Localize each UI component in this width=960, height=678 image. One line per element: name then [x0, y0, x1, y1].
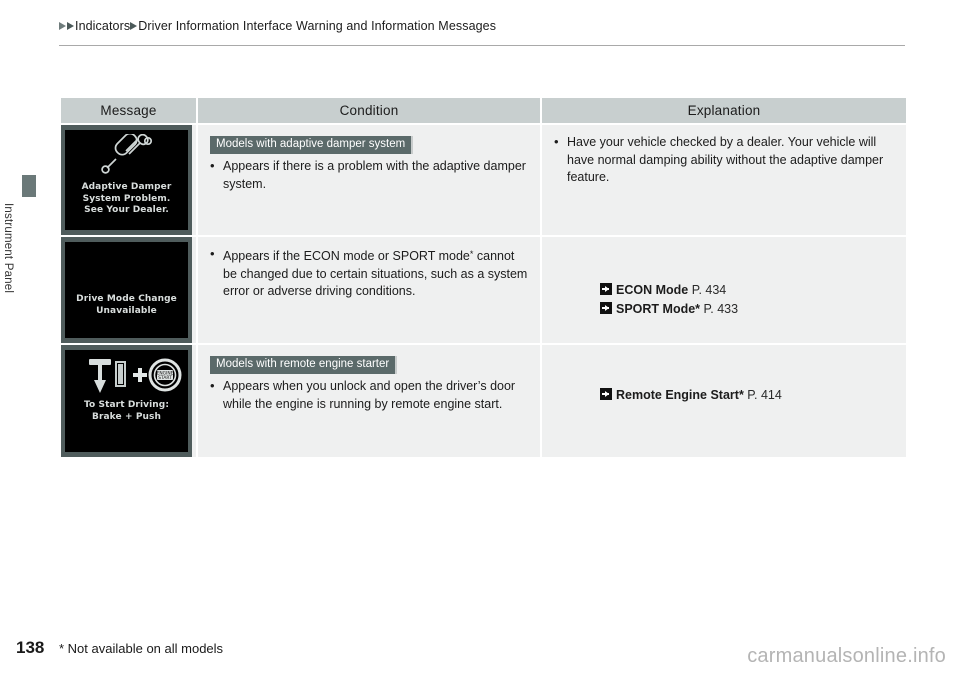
brake-pedal-plus-start-button-icon: ENGINE START [65, 350, 188, 400]
xref-page: P. 434 [691, 283, 727, 297]
column-header-message: Message [59, 96, 198, 125]
display-text: Adaptive Damper System Problem. See Your… [81, 182, 172, 215]
chevron-right-icon [67, 22, 74, 30]
table-row: Adaptive Damper System Problem. See Your… [59, 123, 908, 237]
display-text: To Start Driving: Brake + Push [83, 400, 170, 422]
breadcrumb-item-indicators[interactable]: Indicators [75, 19, 131, 33]
blank-art-area [65, 242, 188, 294]
svg-text:START: START [158, 375, 172, 381]
jump-arrow-icon [600, 283, 612, 295]
breadcrumb: Indicators Driver Information Interface W… [59, 19, 496, 34]
svg-text:ENGINE: ENGINE [156, 371, 173, 377]
explanation-bullets: Have your vehicle checked by a dealer. Y… [554, 133, 896, 187]
display-screen-drive-mode: Drive Mode Change Unavailable [65, 242, 188, 338]
display-frame: Drive Mode Change Unavailable [61, 237, 192, 343]
models-tag: Models with remote engine starter [210, 356, 398, 374]
column-header-condition: Condition [196, 96, 542, 125]
cross-reference-econ-mode[interactable]: ECON Mode P. 434 [600, 281, 896, 300]
cross-reference-sport-mode[interactable]: SPORT Mode* P. 433 [600, 300, 896, 319]
xref-page: P. 433 [703, 302, 739, 316]
table-row: ENGINE START To Start Driving: Brake + P… [59, 343, 908, 459]
models-tag: Models with adaptive damper system [210, 136, 414, 154]
messages-table: Message Condition Explanation [59, 96, 908, 459]
cross-reference-remote-engine-start[interactable]: Remote Engine Start* P. 414 [600, 386, 896, 405]
bullet-item: Have your vehicle checked by a dealer. Y… [554, 133, 896, 187]
bullet-item: Appears if the ECON mode or SPORT mode* … [210, 245, 530, 301]
shock-absorber-icon [65, 130, 188, 182]
xref-title: SPORT Mode [616, 302, 696, 316]
message-cell: Adaptive Damper System Problem. See Your… [59, 123, 198, 237]
condition-cell: Models with remote engine starter Appear… [196, 343, 542, 459]
chevron-right-icon [59, 22, 66, 30]
xref-star: * [738, 388, 744, 402]
xref-title: Remote Engine Start [616, 388, 739, 402]
display-screen-remote-start: ENGINE START To Start Driving: Brake + P… [65, 350, 188, 452]
footnote: * Not available on all models [59, 641, 224, 656]
breadcrumb-item-current[interactable]: Driver Information Interface Warning and… [138, 19, 497, 33]
bullet-item: Appears if there is a problem with the a… [210, 157, 530, 193]
display-frame: ENGINE START To Start Driving: Brake + P… [61, 345, 192, 457]
xref-page: P. 414 [747, 388, 782, 402]
column-header-explanation: Explanation [540, 96, 908, 125]
table-header-row: Message Condition Explanation [59, 96, 908, 125]
condition-bullets: Appears when you unlock and open the dri… [210, 377, 530, 413]
display-text: Drive Mode Change Unavailable [76, 294, 177, 316]
condition-cell: Appears if the ECON mode or SPORT mode* … [196, 235, 542, 345]
jump-arrow-icon [600, 388, 612, 400]
bullet-item: Appears when you unlock and open the dri… [210, 377, 530, 413]
jump-arrow-icon [600, 302, 612, 314]
page-number: 138 [16, 638, 45, 657]
message-cell: Drive Mode Change Unavailable [59, 235, 198, 345]
message-cell: ENGINE START To Start Driving: Brake + P… [59, 343, 198, 459]
chevron-right-icon [130, 22, 138, 30]
xref-star: * [695, 302, 701, 316]
table-row: Drive Mode Change Unavailable Appears if… [59, 235, 908, 345]
section-tab-label: Instrument Panel [2, 203, 14, 294]
condition-bullets: Appears if the ECON mode or SPORT mode* … [210, 245, 530, 301]
watermark: carmanualsonline.info [747, 645, 946, 667]
display-screen-adaptive-damper: Adaptive Damper System Problem. See Your… [65, 130, 188, 230]
explanation-cell: Have your vehicle checked by a dealer. Y… [540, 123, 908, 237]
header-divider [59, 45, 905, 46]
section-tab-marker [22, 175, 36, 197]
explanation-cell: ECON Mode P. 434 SPORT Mode* P. 433 [540, 235, 908, 345]
condition-bullets: Appears if there is a problem with the a… [210, 157, 530, 193]
display-frame: Adaptive Damper System Problem. See Your… [61, 125, 192, 235]
xref-title: ECON Mode [616, 283, 689, 297]
condition-cell: Models with adaptive damper system Appea… [196, 123, 542, 237]
explanation-cell: Remote Engine Start* P. 414 [540, 343, 908, 459]
